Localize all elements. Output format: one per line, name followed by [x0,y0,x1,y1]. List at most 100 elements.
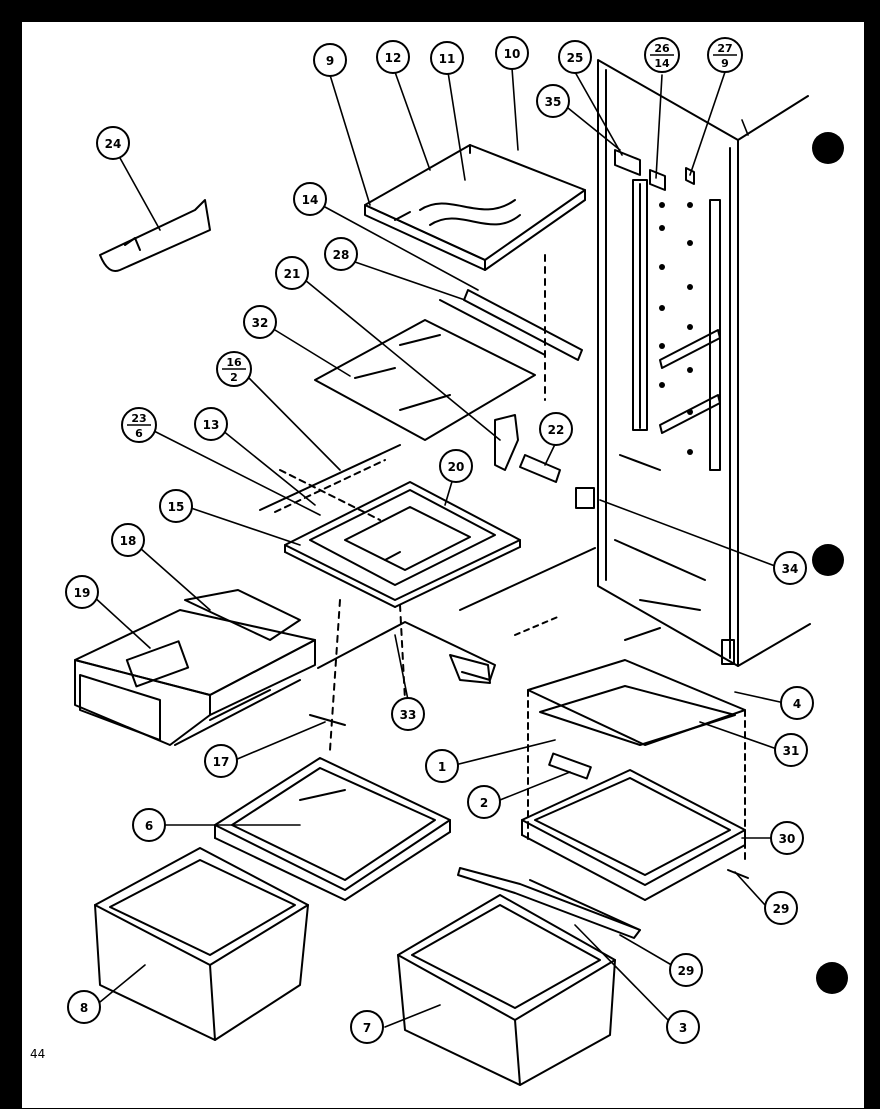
svg-text:34: 34 [782,562,799,576]
svg-text:32: 32 [252,316,269,330]
callout-27-9: 279 [707,37,743,73]
callout-23-6: 236 [121,407,157,443]
drawer-bin-left [94,847,309,1041]
callout-30: 30 [770,821,804,855]
svg-text:33: 33 [400,708,417,722]
callout-20: 20 [439,449,473,483]
svg-text:20: 20 [448,460,465,474]
callout-29-center: 29 [669,953,703,987]
callout-33: 33 [391,697,425,731]
callout-22: 22 [539,412,573,446]
callout-21: 21 [275,256,309,290]
callout-8: 8 [67,990,101,1024]
glass-panel [314,319,536,441]
callout-16-2: 162 [216,351,252,387]
cabinet-liner [597,59,811,667]
callout-3: 3 [666,1010,700,1044]
svg-text:9: 9 [326,54,334,68]
callout-10: 10 [495,36,529,70]
leader-lines [91,67,781,1028]
svg-text:7: 7 [363,1021,371,1035]
callout-28: 28 [324,237,358,271]
callout-18: 18 [111,523,145,557]
callout-4: 4 [780,686,814,720]
door-bin [99,199,211,272]
shelf-rail [439,254,583,401]
svg-text:17: 17 [213,755,230,769]
binder-hole [816,962,848,994]
svg-text:2: 2 [480,796,488,810]
svg-text:23: 23 [131,412,146,425]
callout-9: 9 [313,43,347,77]
svg-text:14: 14 [302,193,319,207]
drawer-support [317,621,496,684]
glass-shelf-top [364,144,586,271]
svg-text:22: 22 [548,423,565,437]
callout-13: 13 [194,407,228,441]
clip [309,714,346,726]
support-bracket [494,414,595,509]
svg-text:15: 15 [168,500,185,514]
svg-text:1: 1 [438,760,446,774]
callout-11: 11 [430,41,464,75]
binder-holes [812,132,848,994]
page-number: 44 [30,1047,45,1061]
svg-text:27: 27 [717,42,732,55]
callout-14: 14 [293,182,327,216]
slide-rail [457,867,641,939]
callout-25: 25 [558,40,592,74]
callout-31: 31 [774,733,808,767]
svg-text:26: 26 [654,42,670,55]
meat-keeper-cover [527,627,746,861]
callout-35: 35 [536,84,570,118]
callout-6: 6 [132,808,166,842]
svg-text:24: 24 [105,137,122,151]
callout-32: 32 [243,305,277,339]
callout-29-right: 29 [764,891,798,925]
callout-19: 19 [65,575,99,609]
svg-text:12: 12 [385,51,402,65]
callout-2: 2 [467,785,501,819]
meat-keeper-frame [521,769,746,931]
drawer-bin-right [397,894,616,1086]
callout-24: 24 [96,126,130,160]
rail-bar [459,547,596,611]
crisper-drawer [74,589,316,746]
svg-text:13: 13 [203,418,220,432]
svg-text:29: 29 [678,964,695,978]
svg-text:9: 9 [721,57,729,70]
dashed-guide [514,615,561,636]
svg-text:8: 8 [80,1001,88,1015]
svg-text:19: 19 [74,586,91,600]
callout-34: 34 [773,551,807,585]
svg-text:18: 18 [120,534,137,548]
svg-text:16: 16 [226,356,242,369]
callout-7: 7 [350,1010,384,1044]
svg-text:25: 25 [567,51,584,65]
binder-hole [812,132,844,164]
svg-text:28: 28 [333,248,350,262]
binder-hole [812,544,844,576]
glass-shelf-lower [214,757,451,901]
svg-text:11: 11 [439,52,456,66]
svg-text:10: 10 [504,47,521,61]
callout-17: 17 [204,744,238,778]
svg-text:29: 29 [773,902,790,916]
svg-text:31: 31 [783,744,800,758]
callout-1: 1 [425,749,459,783]
svg-text:3: 3 [679,1021,687,1035]
svg-text:21: 21 [284,267,301,281]
svg-text:30: 30 [779,832,796,846]
svg-text:6: 6 [145,819,153,833]
callout-12: 12 [376,40,410,74]
svg-text:6: 6 [135,427,143,440]
svg-text:35: 35 [545,95,562,109]
svg-text:14: 14 [654,57,670,70]
rail-end [727,869,749,879]
callout-15: 15 [159,489,193,523]
svg-text:4: 4 [793,697,801,711]
crisper-cover-frame [259,444,521,751]
